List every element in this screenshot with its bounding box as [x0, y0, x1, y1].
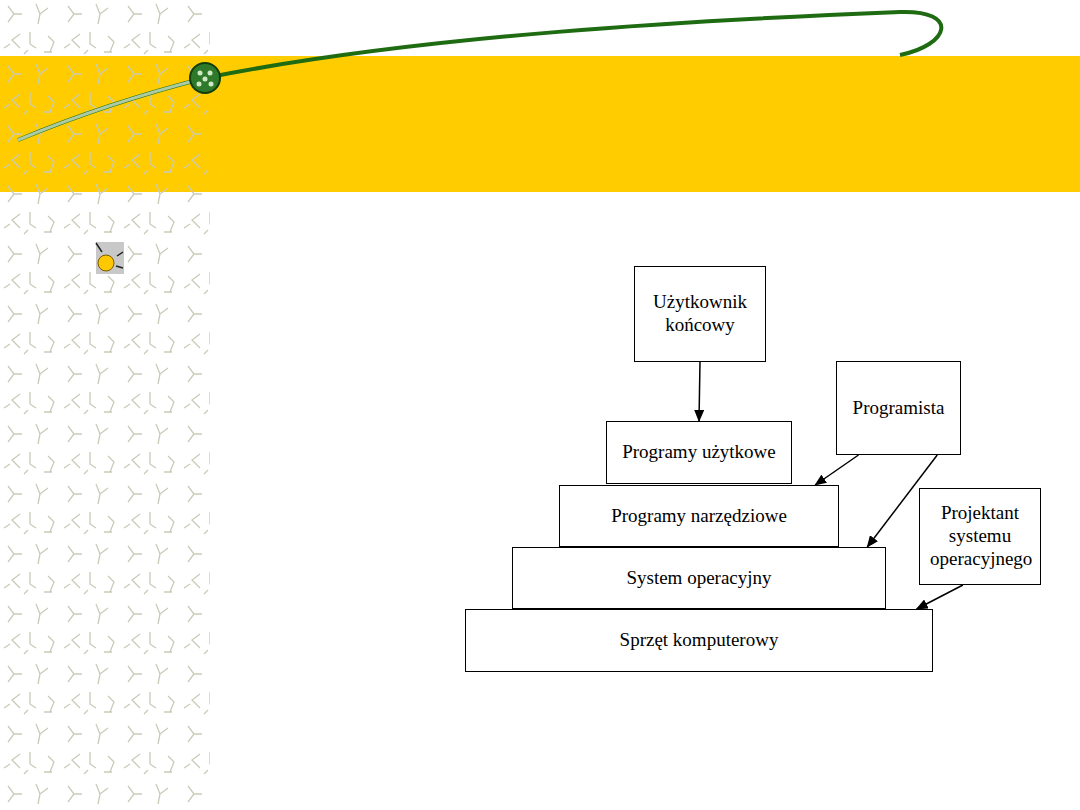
green-ball	[190, 63, 220, 93]
layer-box: Sprzęt komputerowy	[465, 609, 933, 672]
layer-box: Programy narzędziowe	[559, 485, 839, 547]
box-label: Sprzęt komputerowy	[614, 629, 785, 652]
arrow-connector	[815, 455, 858, 485]
ball-dots	[197, 71, 214, 87]
layer-box: Programy użytkowe	[606, 421, 792, 484]
arrow-connector	[699, 362, 700, 421]
box-label: Użytkownik końcowy	[639, 291, 761, 337]
box-label: Programy użytkowe	[616, 441, 782, 464]
bullet-icon	[96, 242, 124, 274]
user-box: Użytkownik końcowy	[634, 266, 766, 362]
swoosh-curve	[18, 12, 941, 140]
box-label: System operacyjny	[620, 567, 777, 590]
swoosh-highlight	[18, 78, 205, 140]
role-box: Projektant systemu operacyjnego	[919, 488, 1041, 585]
box-label: Programista	[847, 397, 951, 420]
box-label: Programy narzędziowe	[605, 505, 793, 528]
arrow-connector	[917, 585, 963, 609]
layer-box: System operacyjny	[512, 547, 886, 609]
box-label: Projektant systemu operacyjnego	[924, 502, 1036, 570]
role-box: Programista	[836, 361, 961, 455]
texture-strip	[0, 0, 210, 810]
